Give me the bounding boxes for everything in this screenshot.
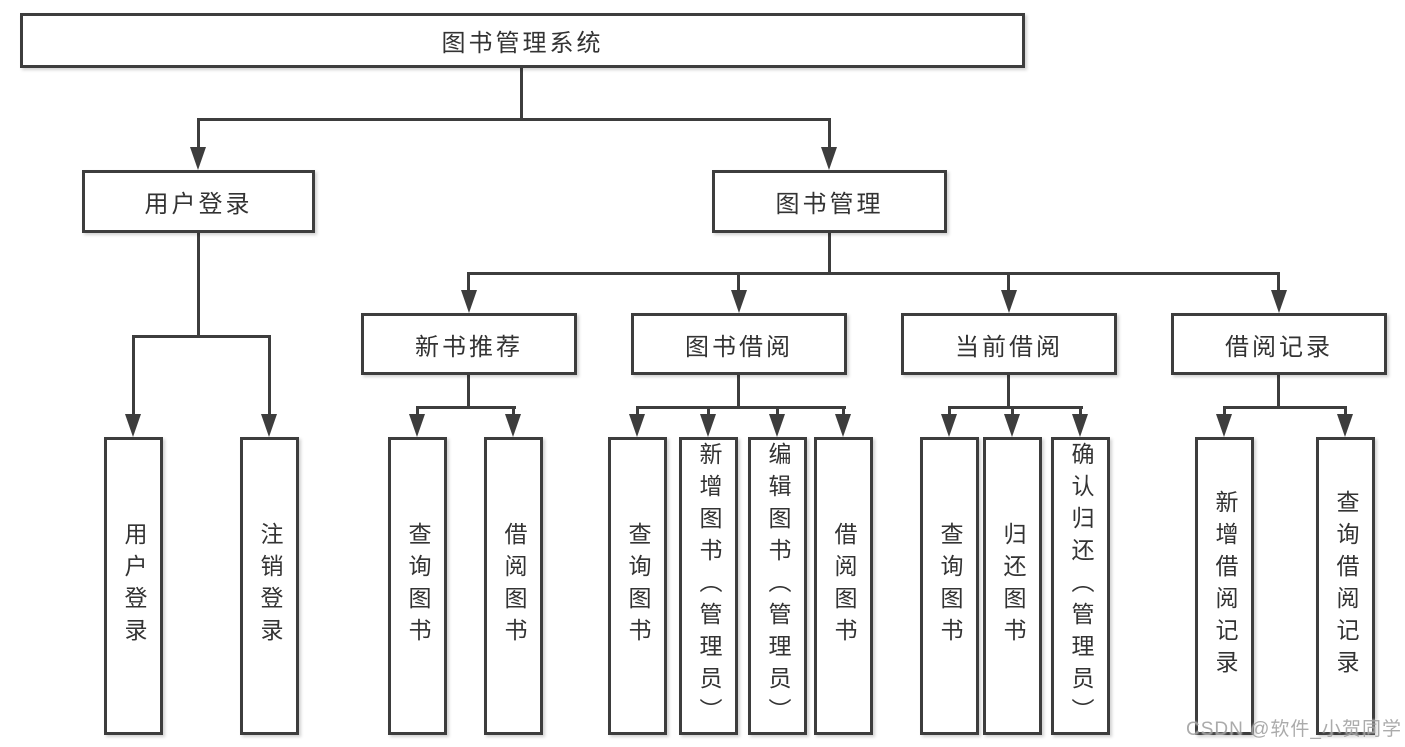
- edge-arrowhead: [700, 414, 716, 437]
- node-label: 图书管理系统: [441, 30, 604, 57]
- node-label: 当前借阅: [955, 333, 1063, 361]
- edge-arrowhead: [461, 290, 477, 313]
- node-label: 图书管理: [775, 191, 884, 218]
- edge-arrowhead: [941, 414, 957, 437]
- edge-line: [132, 335, 135, 417]
- edge-line: [197, 118, 831, 121]
- leaf-add-book-admin: 新增图书（管理员）: [679, 437, 738, 735]
- edge-arrowhead: [731, 290, 747, 313]
- leaf-query-books-recommend: 查询图书: [388, 437, 447, 735]
- edge-line: [1007, 272, 1010, 292]
- edge-line: [1011, 406, 1014, 418]
- edge-line: [1223, 406, 1347, 409]
- node-label: 查询图书: [405, 522, 431, 650]
- edge-line: [197, 118, 200, 150]
- edge-line: [512, 406, 515, 418]
- edge-arrowhead: [505, 414, 521, 437]
- edge-line: [828, 233, 831, 275]
- leaf-logout: 注销登录: [240, 437, 299, 735]
- edge-line: [467, 272, 1280, 275]
- leaf-user-login: 用户登录: [104, 437, 163, 735]
- node-label: 新书推荐: [415, 333, 523, 361]
- node-label: 借阅图书: [831, 522, 857, 650]
- edge-line: [1344, 406, 1347, 418]
- node-label: 确认归还（管理员）: [1068, 442, 1094, 730]
- root-node-library-management-system: 图书管理系统: [20, 13, 1025, 68]
- node-borrowing-records: 借阅记录: [1171, 313, 1387, 375]
- leaf-add-borrow-record: 新增借阅记录: [1195, 437, 1254, 735]
- edge-line: [132, 335, 271, 338]
- node-label: 注销登录: [257, 522, 283, 650]
- node-label: 编辑图书（管理员）: [765, 442, 791, 730]
- leaf-query-books-current: 查询图书: [920, 437, 979, 735]
- edge-line: [737, 272, 740, 292]
- edge-arrowhead: [769, 414, 785, 437]
- edge-line: [197, 230, 200, 338]
- leaf-query-books-borrowing: 查询图书: [608, 437, 667, 735]
- edge-line: [776, 406, 779, 418]
- edge-line: [737, 373, 740, 409]
- edge-arrowhead: [409, 414, 425, 437]
- edge-arrowhead: [1216, 414, 1232, 437]
- edge-line: [416, 406, 419, 418]
- leaf-return-book: 归还图书: [983, 437, 1042, 735]
- edge-line: [1007, 373, 1010, 409]
- leaf-borrow-books-borrowing: 借阅图书: [814, 437, 873, 735]
- node-label: 新增借阅记录: [1212, 490, 1238, 682]
- node-label: 查询图书: [937, 522, 963, 650]
- edge-arrowhead: [1001, 290, 1017, 313]
- leaf-edit-book-admin: 编辑图书（管理员）: [748, 437, 807, 735]
- node-book-borrowing: 图书借阅: [631, 313, 847, 375]
- edge-line: [520, 68, 523, 121]
- node-current-borrowing: 当前借阅: [901, 313, 1117, 375]
- edge-line: [1277, 373, 1280, 409]
- edge-arrowhead: [261, 414, 277, 437]
- edge-line: [828, 118, 831, 150]
- edge-line: [467, 373, 470, 409]
- edge-arrowhead: [125, 414, 141, 437]
- node-label: 用户登录: [144, 191, 253, 218]
- edge-line: [842, 406, 845, 418]
- edge-arrowhead: [1271, 290, 1287, 313]
- node-label: 借阅图书: [501, 522, 527, 650]
- edge-line: [416, 406, 516, 409]
- edge-line: [1079, 406, 1082, 418]
- node-book-management: 图书管理: [712, 170, 947, 233]
- edge-line: [1277, 272, 1280, 292]
- edge-line: [948, 406, 951, 418]
- edge-arrowhead: [1337, 414, 1353, 437]
- watermark: CSDN @软件_小贺同学: [1186, 719, 1402, 740]
- node-user-login: 用户登录: [82, 170, 315, 233]
- leaf-borrow-books-recommend: 借阅图书: [484, 437, 543, 735]
- edge-line: [1223, 406, 1226, 418]
- node-label: 查询图书: [625, 522, 651, 650]
- edge-arrowhead: [629, 414, 645, 437]
- node-label: 借阅记录: [1225, 333, 1333, 361]
- edge-line: [268, 335, 271, 417]
- edge-line: [707, 406, 710, 418]
- edge-arrowhead: [835, 414, 851, 437]
- node-new-book-recommendation: 新书推荐: [361, 313, 577, 375]
- node-label: 归还图书: [1000, 522, 1026, 650]
- edge-line: [636, 406, 846, 409]
- edge-arrowhead: [1004, 414, 1020, 437]
- leaf-confirm-return-admin: 确认归还（管理员）: [1051, 437, 1110, 735]
- node-label: 新增图书（管理员）: [696, 442, 722, 730]
- node-label: 查询借阅记录: [1333, 490, 1359, 682]
- edge-line: [948, 406, 1083, 409]
- edge-line: [636, 406, 639, 418]
- edge-arrowhead: [821, 147, 837, 170]
- edge-arrowhead: [190, 147, 206, 170]
- node-label: 图书借阅: [685, 333, 793, 361]
- edge-line: [467, 272, 470, 292]
- edge-arrowhead: [1072, 414, 1088, 437]
- leaf-query-borrow-record: 查询借阅记录: [1316, 437, 1375, 735]
- node-label: 用户登录: [121, 522, 147, 650]
